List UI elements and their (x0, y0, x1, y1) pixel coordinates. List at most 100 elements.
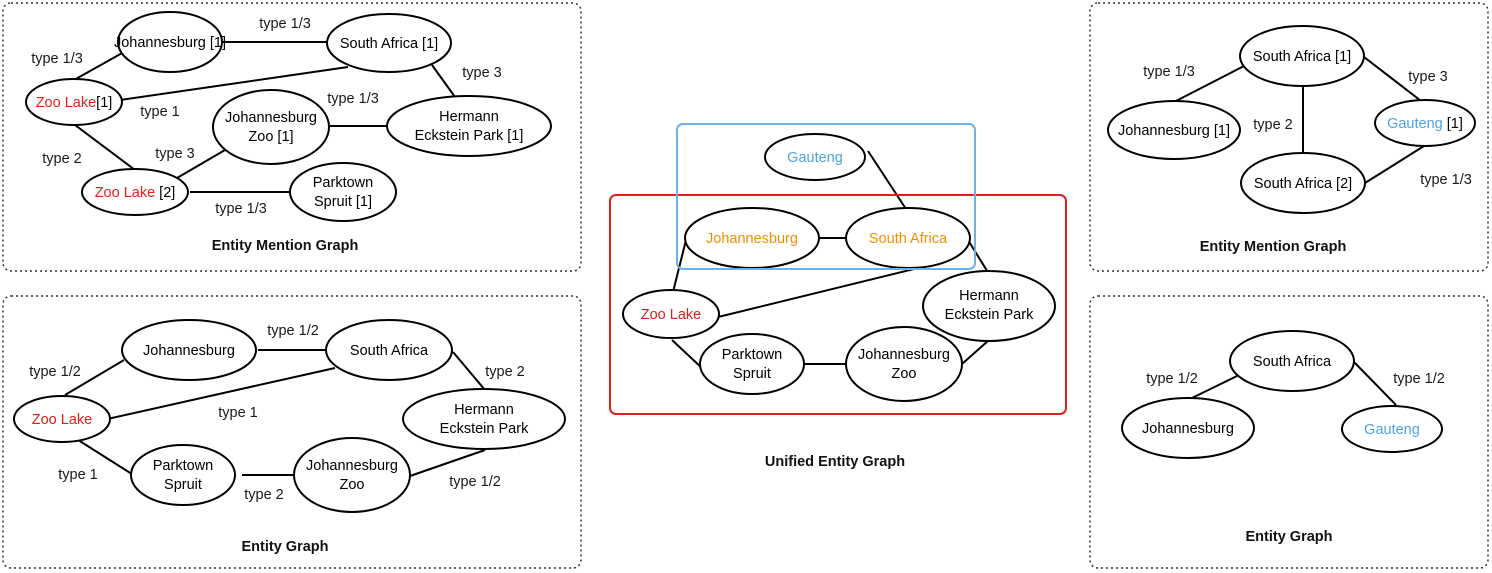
node-label-line1: Johannesburg (858, 347, 950, 363)
edge (431, 64, 456, 98)
node-label: South Africa (350, 343, 429, 359)
node-johannesburg-1: Johannesburg [1] (1107, 100, 1241, 160)
node-zoo-lake: Zoo Lake (13, 395, 111, 443)
group-box-red (609, 194, 1067, 415)
edge-label: type 2 (1253, 117, 1293, 133)
node-label-line1: Hermann (959, 288, 1019, 304)
node-label-line1: Parktown (313, 175, 373, 191)
node-label: Gauteng (1364, 422, 1420, 438)
node-label: Johannesburg (706, 231, 798, 247)
edge (1363, 56, 1426, 105)
mention-index: [2] (155, 185, 175, 201)
node-gauteng-1: Gauteng [1] (1374, 99, 1476, 147)
edge (967, 239, 990, 275)
node-south-africa-2: South Africa [2] (1240, 152, 1366, 214)
panel-caption: Entity Mention Graph (212, 238, 359, 254)
node-south-africa: South Africa (325, 319, 453, 381)
panel-caption: Entity Graph (241, 539, 328, 555)
node-label-line2: Zoo (340, 477, 365, 493)
node-label: South Africa (869, 231, 948, 247)
node-label: Gauteng (787, 150, 843, 166)
node-label-line1: Hermann (454, 402, 514, 418)
node-label: Zoo Lake (32, 412, 92, 428)
edge-label: type 1/2 (267, 323, 319, 339)
edge-label: type 1/2 (29, 364, 81, 380)
node-label: South Africa [1] (340, 36, 438, 52)
panel-caption: Entity Mention Graph (1200, 239, 1347, 255)
node-johannesburg: Johannesburg (121, 319, 257, 381)
node-gauteng: Gauteng (1341, 405, 1443, 453)
node-south-africa: South Africa (845, 207, 971, 269)
node-johannesburg: Johannesburg (684, 207, 820, 269)
edge-label: type 1/2 (1146, 371, 1198, 387)
entity-name: Zoo Lake (36, 95, 96, 111)
edge-label: type 1/3 (259, 16, 311, 32)
edge (64, 359, 125, 396)
node-gauteng: Gauteng (764, 133, 866, 181)
panel-left-mention: Johannesburg [1] South Africa [1] Zoo La… (2, 2, 582, 272)
edge-label: type 1 (218, 405, 258, 421)
node-south-africa-1: South Africa [1] (1239, 25, 1365, 87)
edge-label: type 2 (42, 151, 82, 167)
node-label-line1: Hermann (439, 109, 499, 125)
entity-name: Gauteng (1387, 116, 1443, 132)
node-label: Johannesburg [1] (1118, 123, 1230, 139)
node-label: Gauteng [1] (1387, 116, 1463, 132)
edge (452, 351, 486, 391)
edge-label: type 1/3 (215, 201, 267, 217)
edge-label: type 1 (58, 467, 98, 483)
node-johannesburg-zoo: Johannesburg Zoo (293, 437, 411, 513)
panel-border (2, 295, 582, 569)
node-label: South Africa (1253, 354, 1332, 370)
node-johannesburg-zoo-1: Johannesburg Zoo [1] (212, 89, 330, 165)
node-label-line1: Parktown (722, 347, 782, 363)
panel-caption: Entity Graph (1245, 529, 1332, 545)
node-label: Zoo Lake (641, 307, 701, 323)
mention-index: [1] (96, 95, 112, 111)
edge (176, 149, 226, 179)
node-johannesburg-zoo: Johannesburg Zoo (845, 326, 963, 402)
edge-label: type 1/3 (31, 51, 83, 67)
node-label-line2: Eckstein Park [1] (415, 128, 524, 144)
panel-right-entity: South Africa Johannesburg Gauteng type 1… (1089, 295, 1489, 569)
node-parktown-spruit-1: Parktown Spruit [1] (289, 162, 397, 222)
edge (713, 267, 919, 319)
edge (74, 437, 136, 477)
panel-border (1089, 295, 1489, 569)
node-zoo-lake: Zoo Lake (622, 289, 720, 339)
edge (73, 51, 125, 81)
edge-label: type 2 (485, 364, 525, 380)
panel-border (2, 2, 582, 272)
node-zoo-lake-1: Zoo Lake[1] (25, 78, 123, 126)
node-label-line1: Johannesburg (225, 110, 317, 126)
edge-label: type 1 (140, 104, 180, 120)
edge (867, 150, 907, 210)
edge (672, 239, 687, 293)
edge-label: type 3 (155, 146, 195, 162)
panel-border (1089, 2, 1489, 272)
panel-left-entity: Johannesburg South Africa Zoo Lake Herma… (2, 295, 582, 569)
node-label-line2: Spruit (164, 477, 202, 493)
node-johannesburg: Johannesburg (1121, 397, 1255, 459)
edge-label: type 1/3 (1420, 172, 1472, 188)
node-label-line1: Johannesburg (306, 458, 398, 474)
edge (671, 339, 704, 370)
node-label: Johannesburg [1] (114, 35, 226, 51)
node-label-line2: Zoo (892, 366, 917, 382)
node-label: Johannesburg (1142, 421, 1234, 437)
mention-index: [1] (1443, 116, 1463, 132)
node-label: South Africa [1] (1253, 49, 1351, 65)
node-label-line2: Eckstein Park (440, 421, 529, 437)
node-label: South Africa [2] (1254, 176, 1352, 192)
node-south-africa-1: South Africa [1] (326, 13, 452, 73)
node-johannesburg-1: Johannesburg [1] (114, 11, 226, 73)
edge-label: type 1/2 (449, 474, 501, 490)
edge-label: type 1/3 (327, 91, 379, 107)
node-label-line2: Spruit (733, 366, 771, 382)
node-parktown-spruit: Parktown Spruit (699, 333, 805, 395)
edge-label: type 1/2 (1393, 371, 1445, 387)
edge (74, 124, 136, 171)
edge-label: type 3 (1408, 69, 1448, 85)
edge (409, 449, 486, 477)
